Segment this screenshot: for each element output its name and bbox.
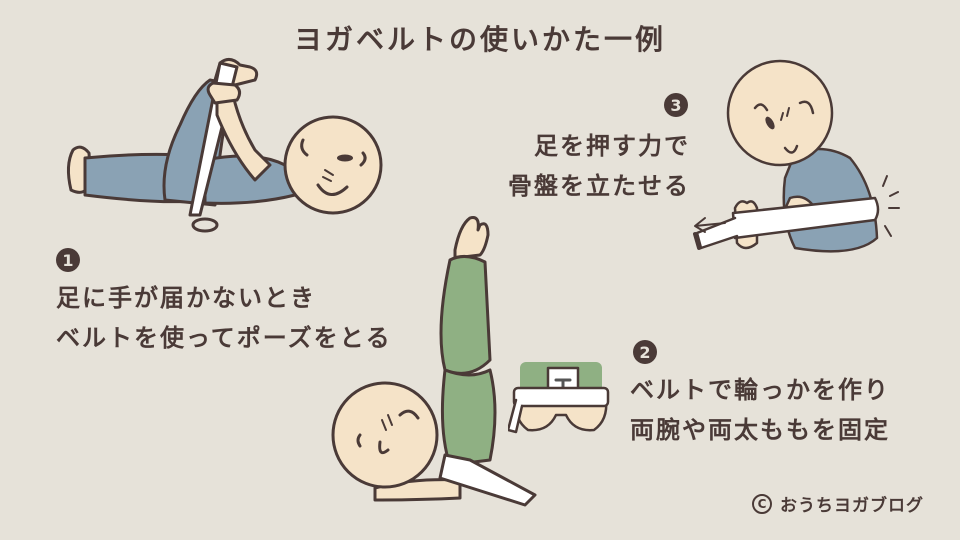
- illustration-belt-loop-detail: [508, 362, 610, 434]
- copyright-icon: ©C: [752, 493, 772, 514]
- step-1-caption: 足に手が届かないとき ベルトを使ってポーズをとる: [56, 278, 392, 358]
- illustration-shoulder-stand: [331, 216, 537, 507]
- step-1-line-2: ベルトを使ってポーズをとる: [56, 324, 392, 352]
- step-2-line-1: ベルトで輪っかを作り: [630, 376, 890, 404]
- credit-text: おうちヨガブログ: [780, 496, 924, 516]
- credit: ©C おうちヨガブログ: [752, 491, 924, 516]
- step-3-line-1: 足を押す力で: [534, 132, 690, 160]
- step-2-badge: 2: [633, 340, 657, 364]
- step-1-badge: 1: [56, 248, 80, 272]
- step-3-line-2: 骨盤を立たせる: [508, 172, 690, 200]
- illustration-seated-belt-push: [693, 59, 900, 253]
- step-3-caption: 足を押す力で 骨盤を立たせる: [495, 126, 690, 206]
- step-2-caption: ベルトで輪っかを作り 両腕や両太ももを固定: [630, 370, 890, 450]
- step-1-line-1: 足に手が届かないとき: [56, 284, 316, 312]
- step-2-line-2: 両腕や両太ももを固定: [630, 416, 890, 444]
- page-title: ヨガベルトの使いかた一例: [293, 23, 666, 56]
- illustration-supine-leg-stretch: [66, 58, 383, 233]
- step-3-badge: 3: [664, 93, 688, 117]
